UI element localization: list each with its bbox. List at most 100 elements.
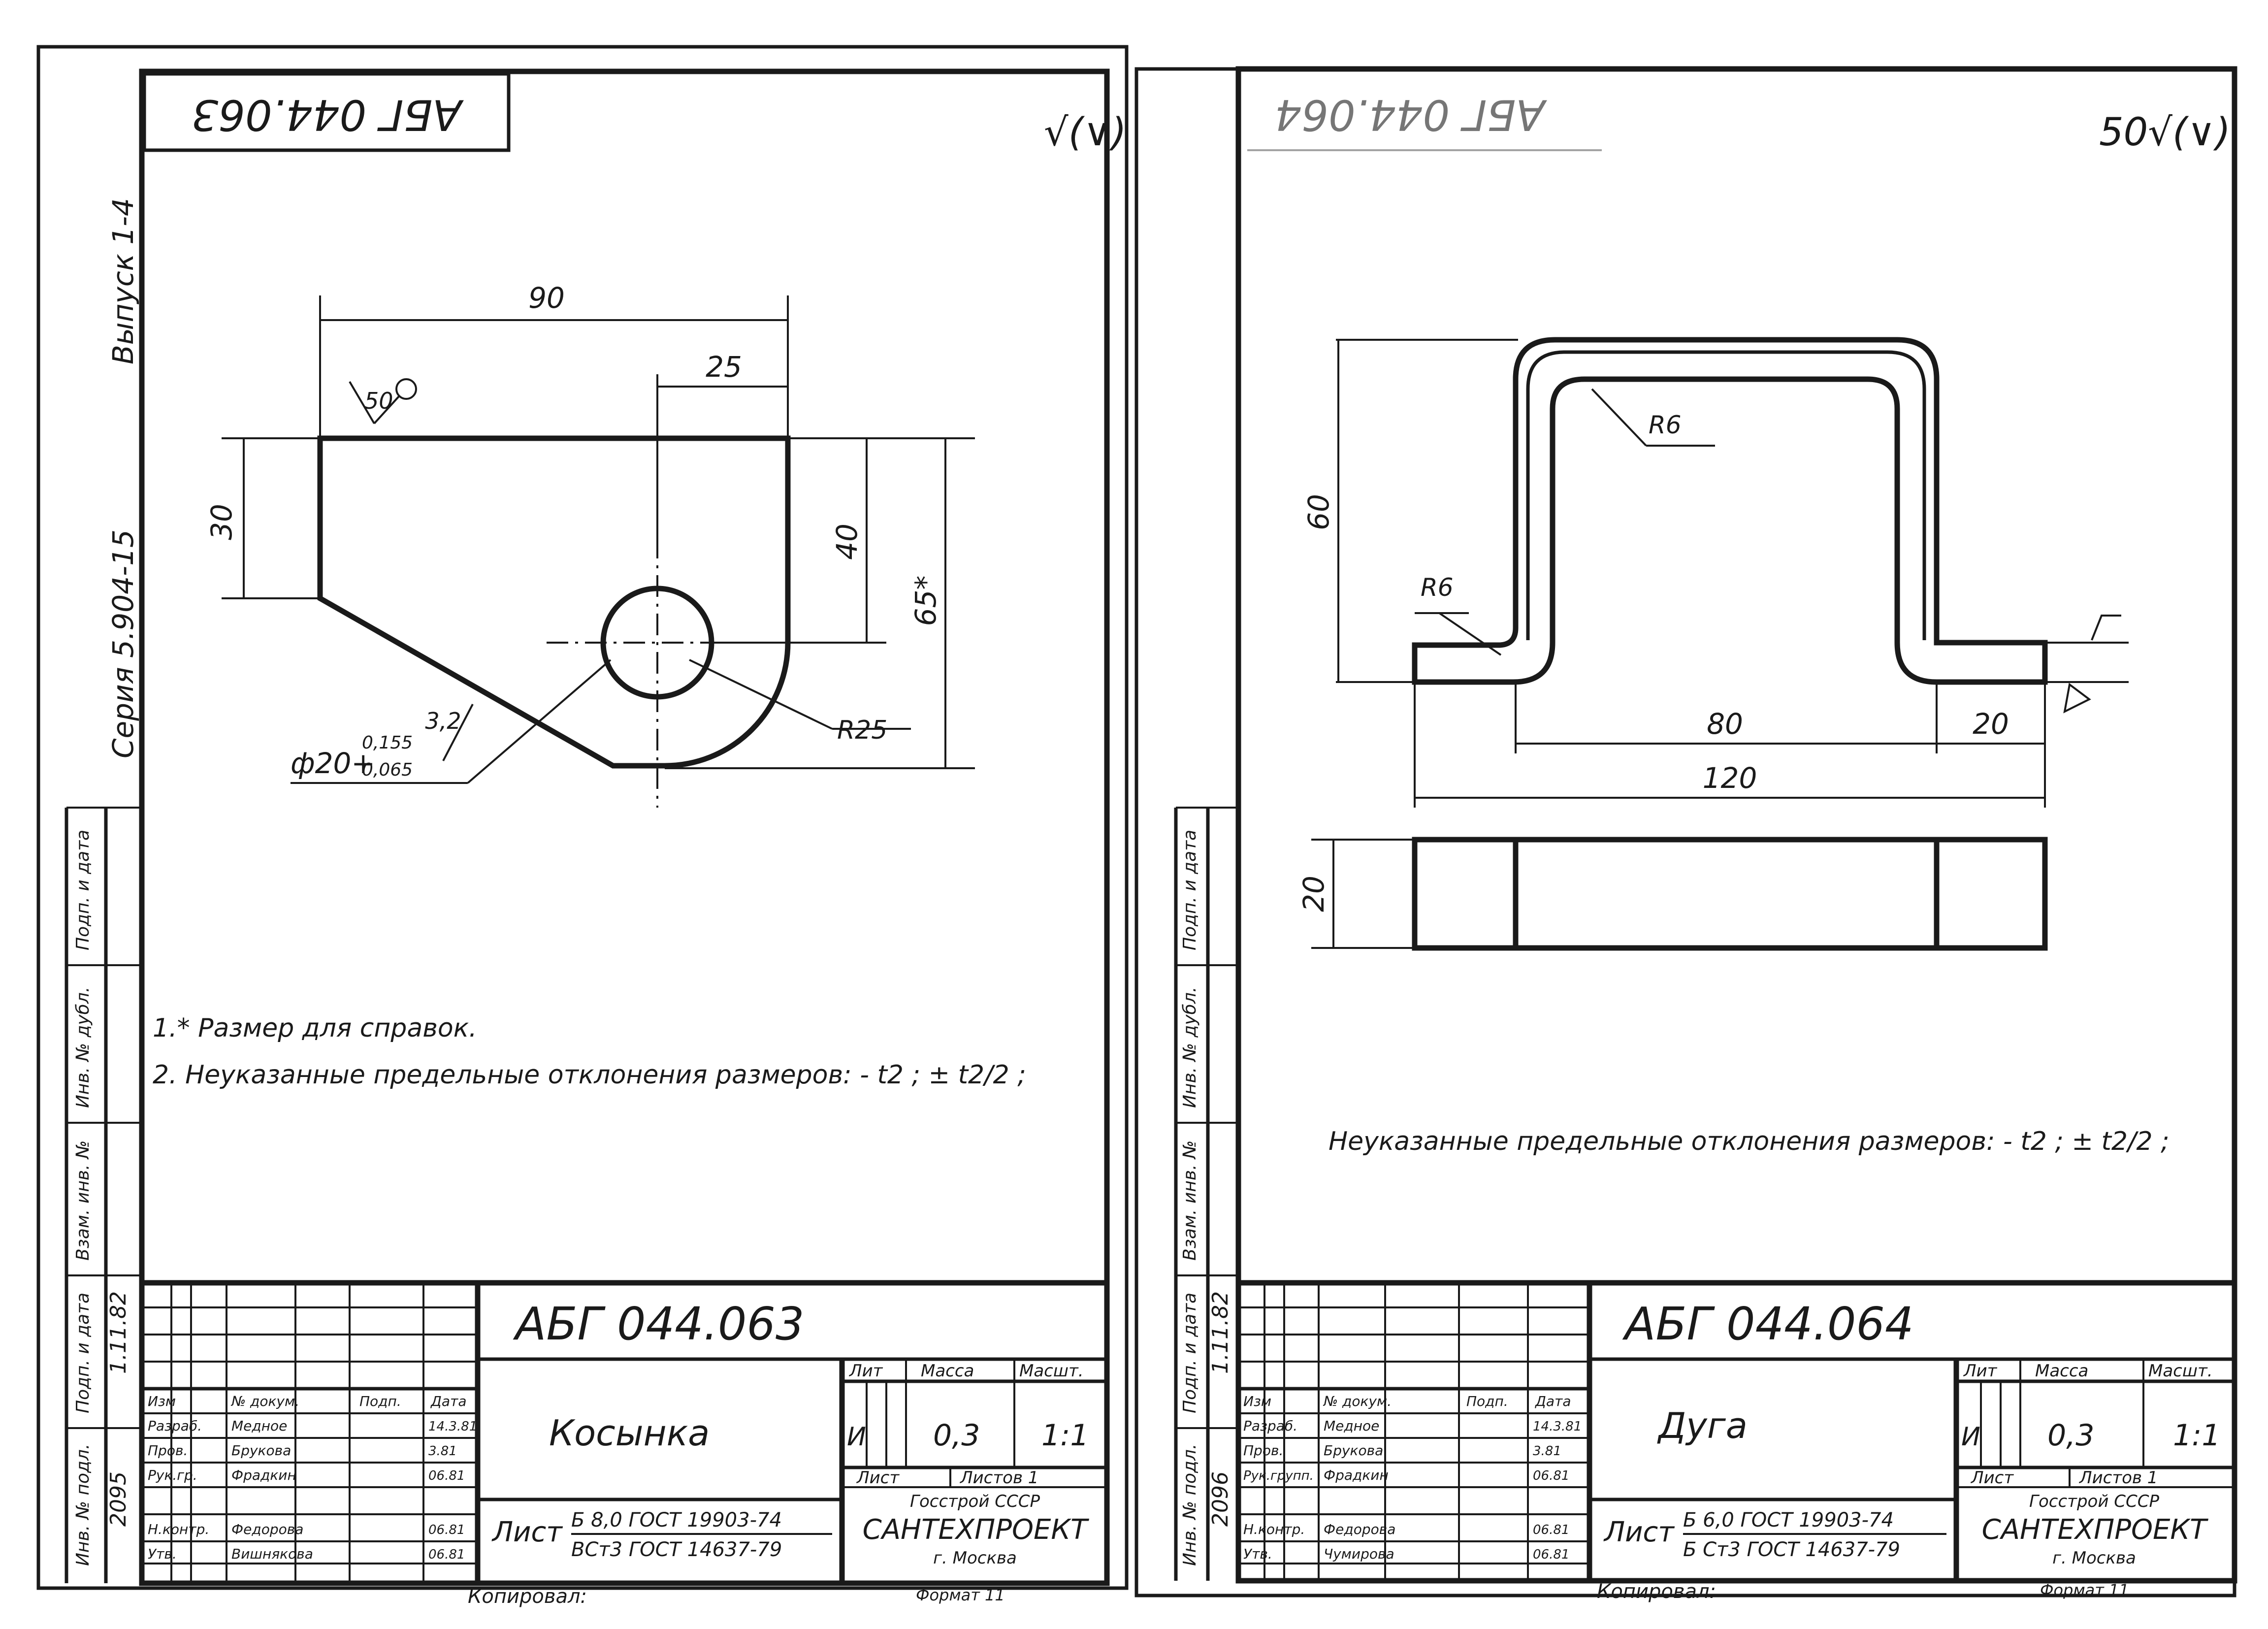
right-title-side-date-text: 1.11.82: [1208, 1291, 1233, 1374]
left-title-cols-0-text: Подп.: [359, 1393, 401, 1409]
right-title-roles-5-text: Утв.: [1243, 1546, 1272, 1562]
left-title-roles-5-text: Утв.: [148, 1546, 177, 1562]
left-title-dates-5-text: 06.81: [428, 1547, 465, 1562]
right-drawing-sheet: АБГ 044.064 50√(∨) 60 R6 R6 80 20 120: [1134, 66, 2237, 1603]
right-title-names-4-text: Федорова: [1324, 1521, 1395, 1537]
right-title-lit-h-text: Лит: [1963, 1361, 1998, 1381]
right-top-doc-code: АБГ 044.064: [1275, 90, 1548, 139]
left-title-org-2-text: САНТЕХПРОЕКТ: [863, 1514, 1090, 1546]
left-top-doc-code: АБГ 044.063: [192, 90, 464, 139]
left-part-gusset: [317, 435, 817, 808]
left-dims-d25-text: 25: [706, 350, 742, 384]
left-note-1: 1.* Размер для справок.: [153, 1013, 477, 1043]
left-title-names-3-text: Фрадкин: [231, 1467, 296, 1483]
right-title-dates-4-text: 06.81: [1533, 1523, 1569, 1537]
left-title-names-0-text: № докум.: [230, 1393, 299, 1409]
side-stamp-labels-1-text: Подп. и дата: [1180, 1293, 1200, 1413]
side-stamp-labels-1-text: Подп. и дата: [73, 1293, 93, 1413]
left-dims-hole-text: ф20+: [291, 747, 375, 780]
right-part-arc-bottom-view: [1412, 837, 2048, 951]
right-title-roles-2-text: Пров.: [1243, 1442, 1283, 1459]
side-stamp-labels-3-text: Инв. № дубл.: [1180, 987, 1200, 1108]
left-footer-copy: Копировал:: [468, 1585, 587, 1608]
right-title-names-1-text: Медное: [1324, 1418, 1379, 1434]
right-inner-frame: [1235, 66, 2237, 1584]
right-title-roles-4-text: Н.контр.: [1243, 1521, 1305, 1537]
left-drawing-sheet: АБГ 044.063 √(∨) Выпуск 1-4 Серия 5.904-…: [36, 45, 1129, 1608]
right-title-mass-text: 0,3: [2047, 1418, 2094, 1453]
right-note: Неуказанные предельные отклонения размер…: [1328, 1127, 2170, 1156]
right-dims-d120-text: 120: [1703, 761, 1757, 795]
right-dimensions: 60 R6 R6 80 20 120 20: [1297, 339, 2129, 949]
right-title-dates-5-text: 06.81: [1533, 1547, 1569, 1562]
left-dims-hole-tol-bot-text: 0,065: [362, 760, 413, 780]
left-title-scale-text: 1:1: [1041, 1418, 1089, 1453]
right-part-arc: [1412, 337, 2048, 685]
right-title-code: АБГ 044.064: [1622, 1298, 1914, 1350]
right-dims-d80-text: 80: [1707, 707, 1743, 741]
left-title-org-1-text: Госстрой СССР: [910, 1492, 1040, 1511]
left-title-material-1-text: Б 8,0 ГОСТ 19903-74: [571, 1509, 782, 1531]
side-stamp-labels-0-text: Инв. № подл.: [1180, 1444, 1200, 1566]
left-title-side-inv-text: 2095: [106, 1471, 131, 1527]
right-title-scale-h-text: Масшт.: [2148, 1361, 2213, 1381]
left-dims-r25-text: R25: [837, 716, 887, 745]
right-title-dates-3-text: 06.81: [1533, 1468, 1569, 1483]
side-stamp-labels-2-text: Взам. инв. №: [73, 1140, 93, 1261]
right-title-sheets-h-text: Листов 1: [2078, 1468, 2158, 1488]
left-title-lit-text: И: [847, 1422, 866, 1452]
left-title-mass-h-text: Масса: [921, 1361, 974, 1381]
left-dims-rough50-text: 50: [364, 388, 393, 414]
left-outer-frame: [36, 45, 1129, 1590]
left-title-names-1-text: Медное: [231, 1418, 287, 1434]
left-dims-d30-text: 30: [205, 504, 238, 540]
left-dims-d65-text: 65*: [909, 576, 942, 626]
side-stamp-labels-4-text: Подп. и дата: [73, 830, 93, 950]
left-title-mass-text: 0,3: [933, 1418, 980, 1453]
left-title-sheet-h-text: Лист: [856, 1468, 900, 1488]
left-inner-frame: [139, 68, 1110, 1586]
left-title-dates-3-text: 06.81: [428, 1468, 465, 1483]
side-stamp-labels-4-text: Подп. и дата: [1180, 830, 1200, 950]
right-dims-d60-text: 60: [1302, 494, 1335, 530]
left-title-material-label-text: Лист: [491, 1516, 563, 1548]
right-title-names-3-text: Фрадкин: [1324, 1467, 1389, 1483]
left-side-issue: Выпуск 1-4: [106, 198, 140, 364]
right-title-sheet-h-text: Лист: [1970, 1468, 2014, 1488]
left-title-names-5-text: Вишнякова: [231, 1546, 313, 1562]
right-title-names-2-text: Брукова: [1324, 1442, 1383, 1459]
right-footer-format: Формат 11: [2040, 1581, 2129, 1599]
right-title-roles-1-text: Разраб.: [1243, 1418, 1297, 1434]
left-title-scale-h-text: Масшт.: [1019, 1361, 1084, 1381]
left-dims-d40-text: 40: [830, 523, 864, 560]
left-title-lit-h-text: Лит: [848, 1361, 883, 1381]
left-title-material-2-text: ВСт3 ГОСТ 14637-79: [571, 1538, 782, 1561]
left-title-roles-0-text: Изм: [148, 1393, 176, 1409]
left-title-roles-1-text: Разраб.: [148, 1418, 202, 1434]
right-title-material-1-text: Б 6,0 ГОСТ 19903-74: [1683, 1509, 1894, 1531]
left-dimensions: 90 25 30 40 65* R25 ф20+ 0,155 0,065 3,2…: [205, 281, 975, 784]
right-dims-d20b-text: 20: [1297, 876, 1330, 912]
left-title-names-2-text: Брукова: [231, 1442, 291, 1459]
left-title-dates-4-text: 06.81: [428, 1523, 465, 1537]
right-title-org-3-text: г. Москва: [2052, 1548, 2136, 1568]
left-title-block: АБГ 044.063 Косынка Лит Масса Масшт. И 0…: [106, 1280, 1107, 1583]
left-title-org-3-text: г. Москва: [933, 1548, 1017, 1568]
right-title-roles-3-text: Рук.групп.: [1243, 1468, 1314, 1483]
right-title-side-inv-text: 2096: [1208, 1471, 1233, 1527]
left-title-code: АБГ 044.063: [513, 1298, 805, 1350]
right-title-scale-text: 1:1: [2173, 1418, 2221, 1453]
left-title-name: Косынка: [549, 1412, 710, 1454]
left-dims-d3-2-text: 3,2: [425, 708, 461, 734]
right-title-cols-0-text: Подп.: [1466, 1393, 1508, 1409]
right-title-material-2-text: Б Ст3 ГОСТ 14637-79: [1683, 1538, 1900, 1561]
right-title-names-5-text: Чумирова: [1324, 1546, 1394, 1562]
side-stamp-labels-0-text: Инв. № подл.: [73, 1444, 93, 1566]
right-title-name: Дуга: [1657, 1405, 1748, 1446]
left-footer-format: Формат 11: [916, 1586, 1005, 1604]
right-title-block: АБГ 044.064 Дуга Лит Масса Масшт. И 0,3 …: [1208, 1280, 2235, 1581]
side-stamp-labels-3-text: Инв. № дубл.: [73, 987, 93, 1108]
right-title-org-2-text: САНТЕХПРОЕКТ: [1982, 1514, 2209, 1546]
right-footer-copy: Копировал:: [1597, 1580, 1716, 1603]
left-title-dates-2-text: 3.81: [428, 1444, 457, 1459]
